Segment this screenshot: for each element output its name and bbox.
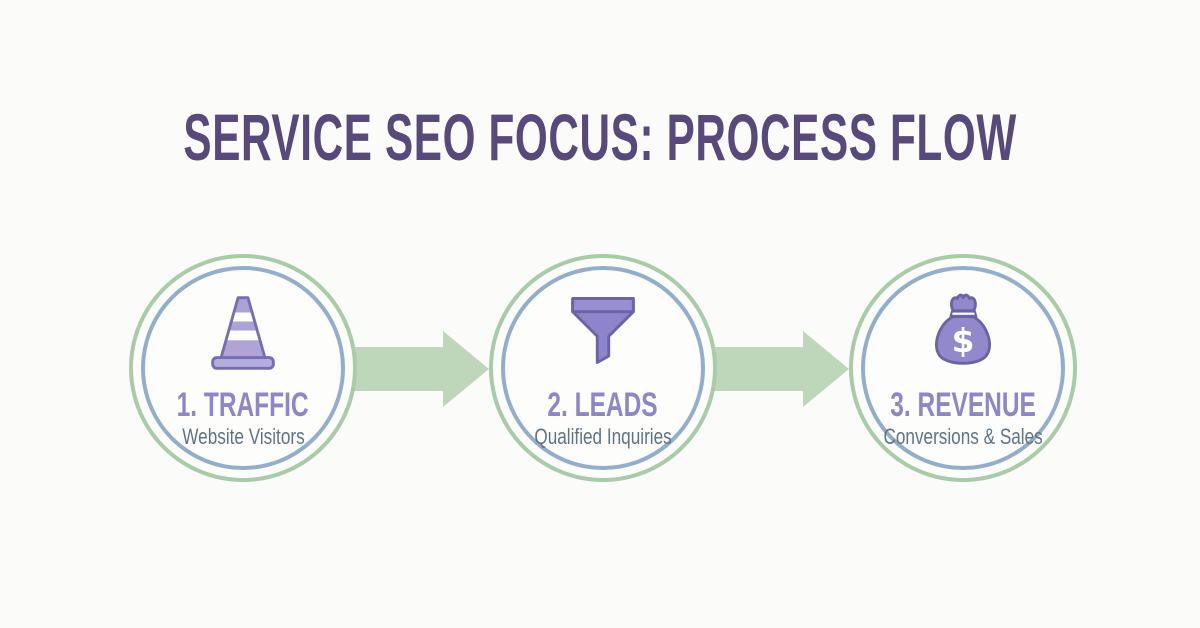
step-circle-traffic: 1. TRAFFIC Website Visitors: [129, 254, 357, 482]
page-title: SERVICE SEO FOCUS: PROCESS FLOW: [183, 100, 1017, 174]
funnel-icon: [571, 297, 635, 364]
step-label-leads: 2. LEADS: [547, 386, 659, 424]
step-sublabel-revenue: Conversions & Sales: [883, 423, 1043, 449]
step-circle-leads: 2. LEADS Qualified Inquiries: [489, 254, 717, 482]
step-circle-revenue-inner: $ 3. REVENUE Conversions & Sales: [861, 266, 1065, 470]
dollar-sign-glyph: $: [952, 322, 975, 360]
step-circle-revenue: $ 3. REVENUE Conversions & Sales: [849, 254, 1077, 482]
arrow-right-icon: [700, 331, 849, 407]
money-bag-icon: $: [935, 293, 991, 365]
step-circle-leads-inner: 2. LEADS Qualified Inquiries: [501, 266, 705, 470]
step-sublabel-leads: Qualified Inquiries: [534, 423, 672, 449]
header: SERVICE SEO FOCUS: PROCESS FLOW: [0, 0, 1200, 170]
step-sublabel-traffic: Website Visitors: [181, 423, 305, 449]
step-circle-traffic-inner: 1. TRAFFIC Website Visitors: [141, 266, 345, 470]
step-label-revenue: 3. REVENUE: [890, 386, 1036, 424]
traffic-cone-icon: [211, 296, 275, 370]
arrow-right-icon: [340, 331, 489, 407]
step-label-traffic: 1. TRAFFIC: [177, 386, 309, 424]
